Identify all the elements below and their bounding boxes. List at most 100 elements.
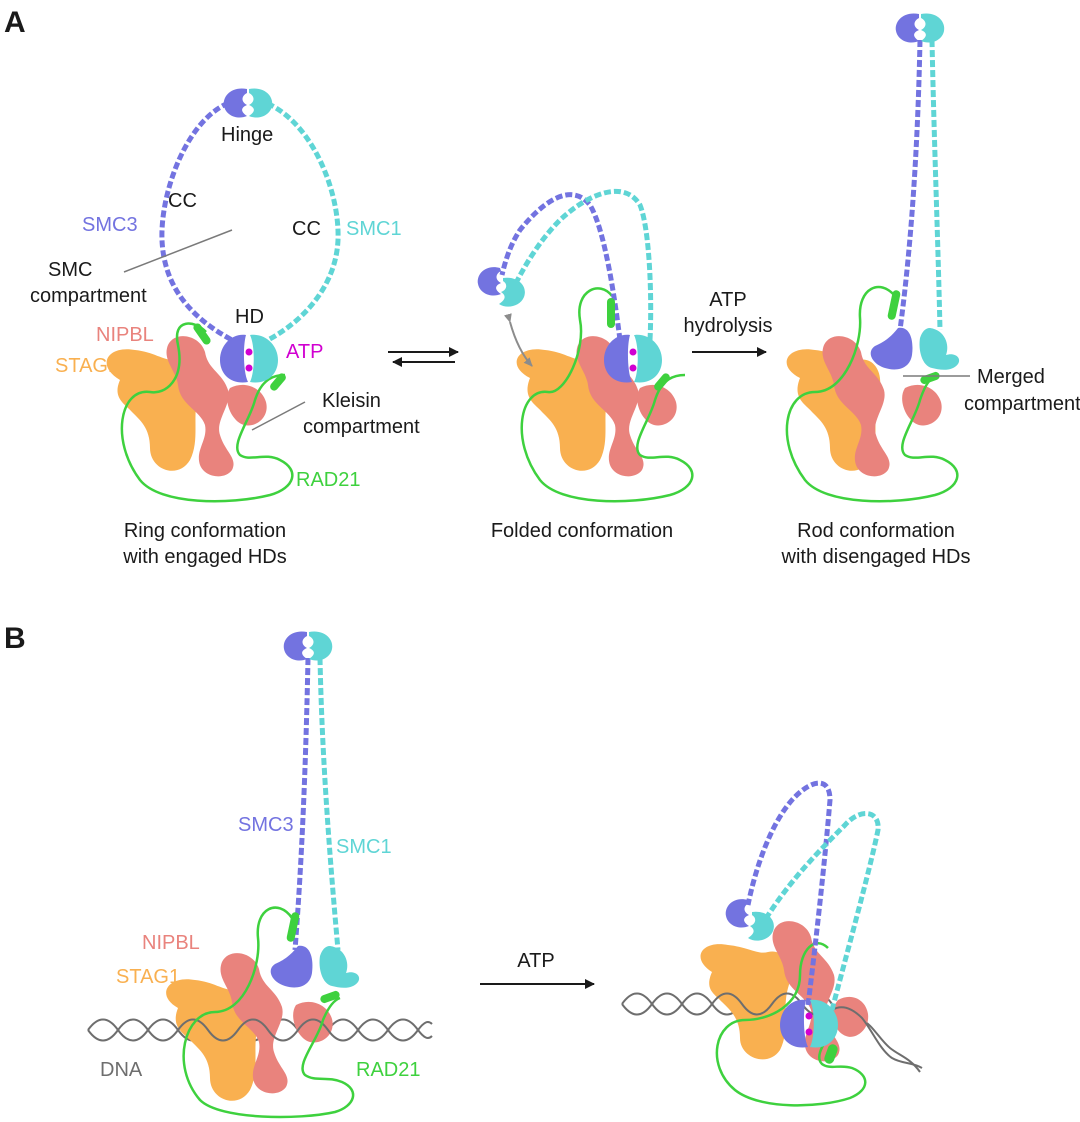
kleisin-compartment-label-2: compartment [303, 416, 420, 438]
atp-molecule [629, 364, 637, 372]
smc1-hinge [921, 13, 945, 43]
atp-molecule [805, 1012, 813, 1020]
smc3-hinge [283, 631, 307, 661]
smc3-coiled-coil [159, 97, 239, 343]
smc1-coiled-coil [257, 97, 341, 343]
rad21-label: RAD21 [356, 1059, 420, 1081]
rod-caption-2: with disengaged HDs [781, 546, 971, 568]
rad21-smc1-binding [654, 373, 670, 391]
rad21-smc3-binding [607, 298, 615, 328]
smc1-hinge [748, 911, 774, 941]
smc1-head-domain [319, 946, 360, 988]
smc1-coiled-coil [929, 39, 943, 331]
atp-molecule [805, 1028, 813, 1036]
smc3-label: SMC3 [82, 214, 138, 236]
smc3-coiled-coil [499, 192, 623, 341]
rad21-kleisin [520, 287, 694, 503]
smc3-head-domain [604, 334, 632, 383]
smc1-coiled-coil [512, 188, 654, 341]
smc1-coiled-coil [317, 657, 341, 951]
nipbl-lobe [293, 1001, 333, 1043]
nipbl-lobe [637, 384, 677, 426]
rod-caption-1: Rod conformation [797, 520, 955, 542]
rad21-label: RAD21 [296, 469, 360, 491]
atp-hydrolysis-label-1: ATP [709, 289, 746, 311]
panel-a-label: A [4, 6, 26, 39]
folded-caption: Folded conformation [491, 520, 673, 542]
smc3-coiled-coil [292, 657, 311, 951]
nipbl-lobe [902, 384, 942, 426]
smc1-hinge [309, 631, 333, 661]
smc1-label: SMC1 [336, 836, 392, 858]
rod-on-dna: SMC3 SMC1 NIPBL STAG1 DNA RAD21 [87, 631, 433, 1119]
atp-arrow: ATP [480, 950, 595, 989]
rad21-kleisin [182, 906, 355, 1119]
rad21-kleisin [120, 322, 294, 503]
smc1-label: SMC1 [346, 218, 402, 240]
smc3-head-domain [780, 999, 808, 1048]
atp-molecule [245, 364, 253, 372]
rad21-smc3-binding [193, 323, 211, 345]
smc3-coiled-coil [897, 39, 923, 331]
folded-conformation: Folded conformation [477, 188, 694, 542]
stag1-subunit [700, 944, 791, 1060]
smc-compartment-label-1: SMC [48, 259, 92, 281]
stag1-label: STAG1 [116, 966, 180, 988]
dna-strand [621, 992, 923, 1069]
smc3-coiled-coil [745, 780, 833, 1006]
smc3-head-domain [870, 327, 913, 370]
merged-compartment-label-2: compartment [964, 393, 1080, 415]
nipbl-label: NIPBL [142, 932, 200, 954]
smc3-head-domain [270, 945, 313, 988]
smc-compartment-label-2: compartment [30, 285, 147, 307]
smc1-head-domain [634, 334, 662, 383]
stag1-label: STAG1 [55, 355, 119, 377]
rad21-smc3-binding [286, 912, 300, 942]
smc1-coiled-coil [762, 811, 881, 1011]
smc1-hinge [499, 277, 525, 307]
nipbl-subunit [166, 336, 234, 477]
atp-hydrolysis-label-2: hydrolysis [684, 315, 773, 337]
smc3-head-domain [220, 334, 248, 383]
smc3-label: SMC3 [238, 814, 294, 836]
rad21-kleisin [715, 942, 867, 1107]
smc3-hinge [725, 899, 749, 928]
atp-label: ATP [286, 341, 323, 363]
kleisin-compartment-label-1: Kleisin [322, 390, 381, 412]
atp-hydrolysis-arrow: ATP hydrolysis [684, 289, 773, 357]
cc-label-right: CC [292, 218, 321, 240]
nipbl-subunit [822, 336, 890, 477]
smc3-hinge [477, 267, 501, 296]
folded-on-dna [621, 780, 923, 1107]
hd-label: HD [235, 306, 264, 328]
smc1-hinge [249, 88, 273, 118]
merged-compartment-label-1: Merged [977, 366, 1045, 388]
nipbl-lobe [832, 996, 869, 1037]
ring-conformation: Hinge CC CC SMC3 SMC1 SMC compartment HD… [30, 88, 420, 568]
ring-caption-2: with engaged HDs [122, 546, 286, 568]
nipbl-subunit [220, 953, 288, 1094]
dna-strand [87, 1018, 433, 1042]
ring-caption-1: Ring conformation [124, 520, 286, 542]
rad21-kleisin [785, 285, 959, 503]
kleisin-compartment-pointer [251, 401, 306, 431]
rad21-smc3-binding [887, 290, 901, 320]
smc3-hinge [895, 13, 919, 43]
nipbl-subunit [576, 336, 644, 477]
hinge-label: Hinge [221, 124, 273, 146]
rad21-smc1-binding [270, 373, 286, 391]
smc1-head-domain [919, 328, 960, 370]
atp-arrow-label: ATP [517, 950, 554, 972]
atp-molecule [629, 348, 637, 356]
panel-b-label: B [4, 622, 26, 655]
dna-label: DNA [100, 1059, 143, 1081]
cc-label-left: CC [168, 190, 197, 212]
equilibrium-arrows [388, 347, 459, 367]
nipbl-label: NIPBL [96, 324, 154, 346]
smc-compartment-pointer [123, 229, 233, 273]
atp-molecule [245, 348, 253, 356]
smc3-hinge [223, 88, 247, 118]
flexibility-arrow [504, 313, 533, 367]
rad21-smc1-binding [320, 990, 340, 1004]
